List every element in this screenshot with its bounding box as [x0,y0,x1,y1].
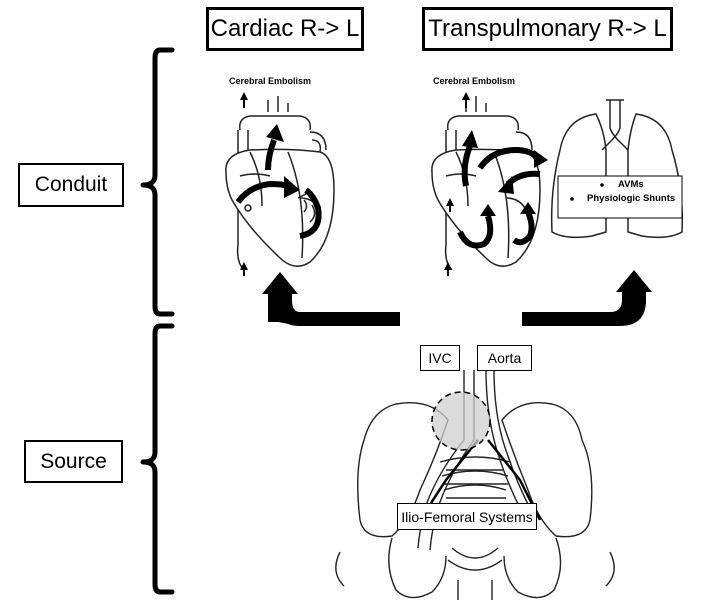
left-heart-arrowheads [240,92,300,276]
source-bracket-icon [140,323,175,595]
aorta-box: Aorta [477,345,532,371]
source-label: Source [40,449,107,473]
right-heart-arrowheads [444,92,548,276]
right-cerebral-embolism-label: Cerebral Embolism [433,76,516,86]
avms-label: AVMs [618,179,644,190]
conduit-box: Conduit [18,163,124,207]
shunts-bullet-icon [570,197,574,201]
conduit-bracket-icon [140,47,175,317]
lung-label-frame [557,175,683,219]
cardiac-title: Cardiac R-> L [210,15,360,42]
source-box: Source [24,440,123,483]
lung-icon [550,99,684,239]
cardiac-title-box: Cardiac R-> L [206,7,364,51]
ivc-label: IVC [428,350,452,366]
flow-arrow-left-icon [262,272,400,326]
confluence-highlight-icon [431,391,491,451]
transpulmonary-title: Transpulmonary R-> L [428,15,667,42]
avms-bullet-icon [600,183,604,187]
conduit-label: Conduit [34,173,108,196]
left-cerebral-embolism-label: Cerebral Embolism [229,76,312,86]
transpulmonary-title-box: Transpulmonary R-> L [422,7,673,51]
ivc-box: IVC [420,345,460,371]
physiologic-shunts-label: Physiologic Shunts [587,193,676,204]
ilio-femoral-box: Ilio-Femoral Systems [397,503,537,530]
ilio-femoral-label: Ilio-Femoral Systems [401,508,533,525]
pelvis-icon [335,369,615,600]
aorta-label: Aorta [487,350,522,366]
flow-arrow-right-icon [522,270,652,326]
